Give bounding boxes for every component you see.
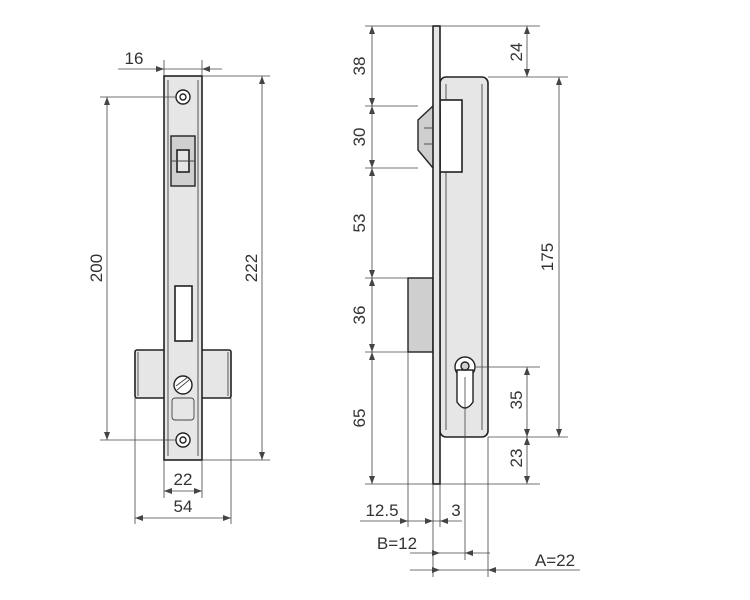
dim-label-22: 22 xyxy=(174,470,193,489)
dim-label-a22: A=22 xyxy=(535,551,575,570)
dim-label-53: 53 xyxy=(350,214,369,233)
side-faceplate xyxy=(432,25,441,485)
dim-label-222: 222 xyxy=(242,254,261,282)
dim-case-thickness: 22 xyxy=(163,460,203,498)
front-view: 16 200 222 22 xyxy=(87,49,270,524)
dim-left-chain: 38 30 53 36 65 xyxy=(350,25,433,485)
dim-label-38: 38 xyxy=(350,57,369,76)
dim-case-height: 175 xyxy=(488,76,568,438)
dim-label-24: 24 xyxy=(507,43,526,62)
dim-screw-spacing: 200 xyxy=(87,96,176,441)
dim-label-35: 35 xyxy=(507,391,526,410)
dim-label-30: 30 xyxy=(350,128,369,147)
dim-faceplate-length: 222 xyxy=(202,75,270,461)
dim-label-23: 23 xyxy=(507,449,526,468)
dim-label-65: 65 xyxy=(350,409,369,428)
dim-label-175: 175 xyxy=(538,243,557,271)
dim-case-to-bottom: 23 xyxy=(440,437,540,485)
dim-label-200: 200 xyxy=(87,254,106,282)
dim-label-54: 54 xyxy=(174,497,193,516)
faceplate xyxy=(163,75,203,461)
dim-faceplate-width: 16 xyxy=(118,49,222,76)
bolt-window xyxy=(174,285,193,342)
dim-label-36: 36 xyxy=(350,306,369,325)
dim-label-b12: B=12 xyxy=(377,534,417,553)
side-view: 38 30 53 36 65 24 175 xyxy=(350,25,580,577)
dim-label-12-5: 12.5 xyxy=(365,501,398,520)
dim-bolt-throw: 12.5 3 xyxy=(360,352,462,577)
dead-bolt xyxy=(407,277,434,353)
dim-backset-b: B=12 xyxy=(377,377,490,560)
dim-cylinder-hole: 35 xyxy=(475,366,540,437)
dim-case-width: 54 xyxy=(134,398,232,524)
dim-top-to-case: 24 xyxy=(440,25,540,78)
dim-backset-a: A=22 xyxy=(410,437,580,577)
dim-label-16: 16 xyxy=(125,49,144,68)
dim-label-3: 3 xyxy=(451,501,460,520)
